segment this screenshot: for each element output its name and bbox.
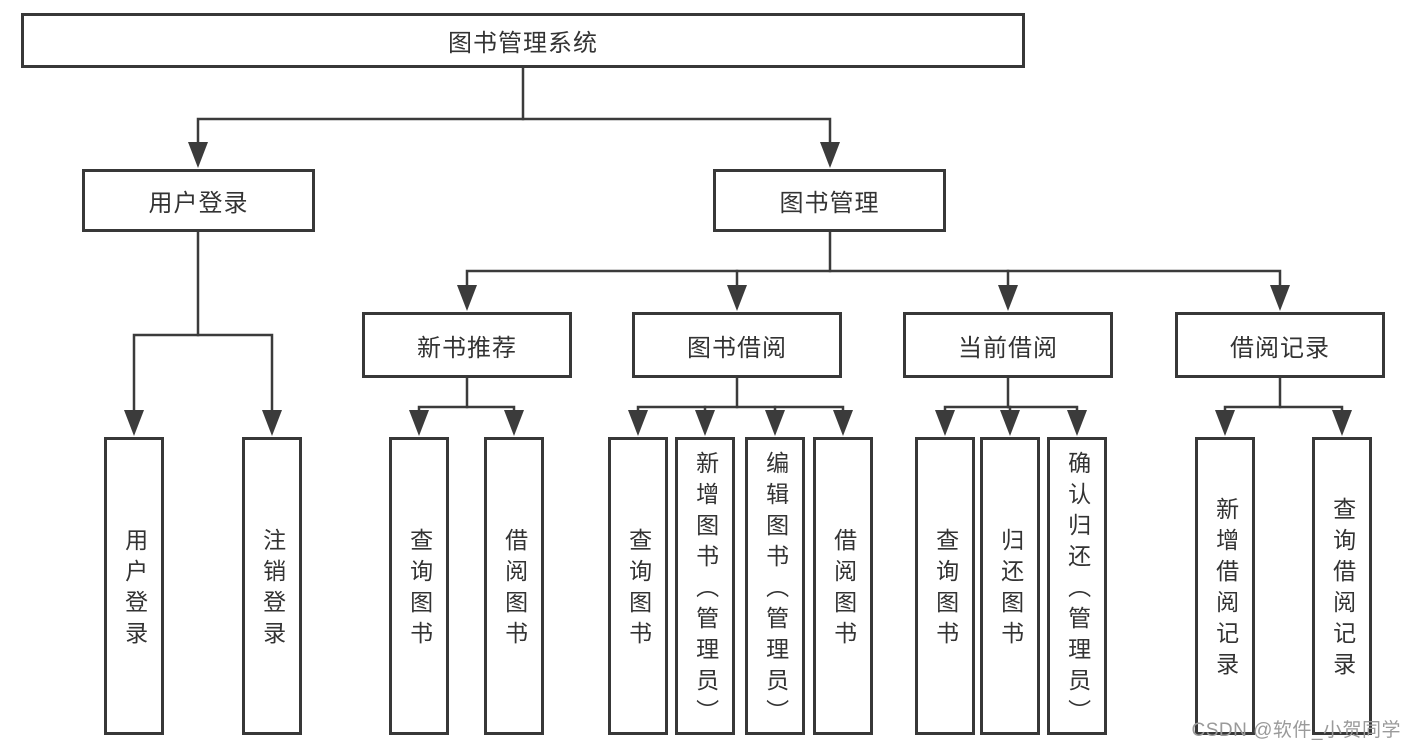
arrowhead [820, 142, 840, 168]
arrowhead [695, 410, 715, 436]
arrowhead [504, 410, 524, 436]
node-user-login: 用户登录 [82, 169, 315, 232]
leaf-current-return-book: 归还图书 [980, 437, 1040, 735]
leaf-label: 编辑图书（管理员） [762, 450, 789, 730]
arrowhead [1332, 410, 1352, 436]
node-root: 图书管理系统 [21, 13, 1025, 68]
arrowhead [1067, 410, 1087, 436]
node-book-management: 图书管理 [713, 169, 946, 232]
leaf-user-login: 用户登录 [104, 437, 164, 735]
arrowhead [833, 410, 853, 436]
arrowhead [188, 142, 208, 168]
leaf-current-confirm-return-admin: 确认归还（管理员） [1047, 437, 1107, 735]
arrowhead [409, 410, 429, 436]
arrowhead [628, 410, 648, 436]
leaf-label: 查询图书 [625, 528, 652, 652]
connector-line [417, 405, 516, 415]
arrowhead [727, 285, 747, 311]
connector-line [1223, 405, 1344, 415]
leaf-records-query-record: 查询借阅记录 [1312, 437, 1372, 735]
arrowhead [1000, 410, 1020, 436]
connector-line [465, 269, 1282, 290]
node-new-book-recommend: 新书推荐 [362, 312, 572, 378]
leaf-label: 借阅图书 [501, 528, 528, 652]
arrowhead [765, 410, 785, 436]
leaf-label: 新增图书（管理员） [692, 450, 719, 730]
arrowhead [457, 285, 477, 311]
leaf-borrow-query-books: 查询图书 [608, 437, 668, 735]
csdn-watermark: CSDN @软件_小贺同学 [1191, 720, 1401, 741]
arrowhead [1270, 285, 1290, 311]
arrowhead [1215, 410, 1235, 436]
leaf-recommend-borrow-books: 借阅图书 [484, 437, 544, 735]
connector-line [636, 405, 845, 415]
leaf-label: 确认归还（管理员） [1064, 450, 1091, 730]
leaf-label: 查询借阅记录 [1329, 497, 1356, 683]
leaf-borrow-edit-book-admin: 编辑图书（管理员） [745, 437, 805, 735]
arrowhead [262, 410, 282, 436]
leaf-borrow-add-book-admin: 新增图书（管理员） [675, 437, 735, 735]
leaf-current-query-books: 查询图书 [915, 437, 975, 735]
node-borrow-records: 借阅记录 [1175, 312, 1385, 378]
leaf-records-add-record: 新增借阅记录 [1195, 437, 1255, 735]
leaf-label: 查询图书 [406, 528, 433, 652]
arrowhead [935, 410, 955, 436]
arrowhead [998, 285, 1018, 311]
connector-line [132, 333, 274, 414]
leaf-label: 注销登录 [259, 528, 286, 652]
arrowhead [124, 410, 144, 436]
leaf-label: 查询图书 [932, 528, 959, 652]
leaf-label: 新增借阅记录 [1212, 497, 1239, 683]
leaf-borrow-borrow-books: 借阅图书 [813, 437, 873, 735]
node-book-borrow: 图书借阅 [632, 312, 842, 378]
leaf-label: 借阅图书 [830, 528, 857, 652]
leaf-label: 用户登录 [121, 528, 148, 652]
leaf-label: 归还图书 [997, 528, 1024, 652]
node-current-borrow: 当前借阅 [903, 312, 1113, 378]
leaf-recommend-query-books: 查询图书 [389, 437, 449, 735]
connector-line [196, 117, 832, 146]
leaf-logout: 注销登录 [242, 437, 302, 735]
